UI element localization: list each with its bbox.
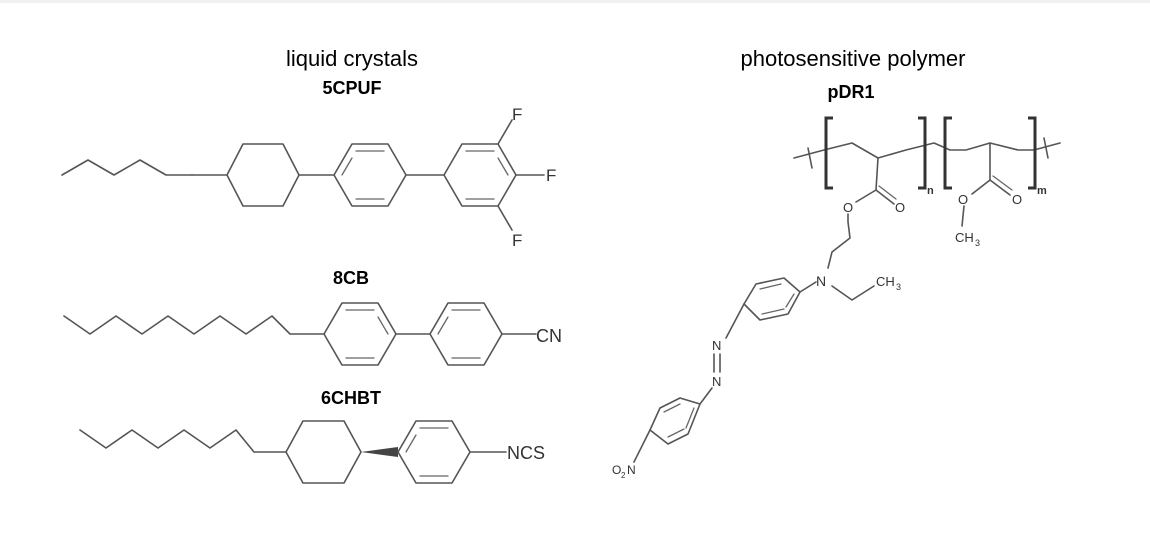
top-divider	[0, 0, 1150, 3]
bond	[961, 205, 965, 227]
hexyl-chain	[79, 429, 287, 453]
group-ch3-ester: CH	[955, 230, 974, 245]
atom-n-amine: N	[816, 273, 826, 289]
double-bond	[785, 293, 795, 308]
octyl-chain	[63, 315, 325, 335]
double-bond	[377, 316, 389, 335]
chain-end-tick	[807, 147, 813, 169]
atom-o-ester: O	[843, 200, 853, 215]
bracket-open-n	[824, 116, 833, 190]
carbonyl-bond	[875, 189, 895, 205]
carbonyl-double-bond	[878, 185, 897, 200]
pentyl-chain	[61, 159, 193, 176]
bond	[971, 179, 991, 195]
atom-n-azo-2: N	[712, 374, 721, 389]
group-ch3-ester-sub: 3	[975, 238, 980, 248]
double-bond	[685, 407, 695, 429]
nitrophenyl-ring	[649, 397, 701, 445]
polymer-backbone	[793, 142, 1061, 159]
bond	[633, 429, 651, 463]
molecule-name-6chbt: 6CHBT	[320, 388, 381, 408]
atom-o-ester-2: O	[958, 192, 968, 207]
group-cn: CN	[536, 326, 562, 346]
wedge-bond	[361, 447, 398, 457]
structure-pdr1: n m O O N CH 3 O O CH 3 N N	[612, 116, 1061, 480]
bracket-open-m	[943, 116, 952, 190]
subscript-m: m	[1037, 185, 1047, 197]
group-ncs: NCS	[507, 443, 545, 463]
heading-photosensitive-polymer: photosensitive polymer	[740, 46, 966, 71]
double-bond	[761, 308, 785, 315]
group-ch3-ethyl-sub: 3	[896, 282, 901, 292]
chain-end-tick	[1043, 137, 1049, 159]
group-no2-n: N	[627, 463, 636, 477]
double-bond	[759, 283, 782, 290]
bond	[799, 281, 817, 293]
subscript-n: n	[927, 185, 934, 197]
atom-f-para: F	[546, 166, 556, 185]
bracket-close-n	[918, 116, 927, 190]
bond	[875, 157, 879, 191]
double-bond	[405, 434, 417, 453]
bond	[699, 387, 713, 405]
atom-f-top: F	[512, 105, 522, 124]
double-bond	[437, 316, 449, 335]
double-bond	[667, 428, 685, 438]
cyclohexane-ring	[285, 420, 362, 484]
molecule-name-5cpuf: 5CPUF	[322, 78, 382, 98]
bond	[497, 119, 513, 145]
double-bond	[341, 157, 353, 176]
atom-o-carbonyl-2: O	[1012, 192, 1022, 207]
cyclohexane-ring	[226, 143, 300, 207]
benzene-ring	[323, 302, 397, 366]
ethyl-group	[831, 285, 875, 301]
atom-f-bottom: F	[512, 231, 522, 250]
trifluorophenyl-ring	[443, 143, 517, 207]
benzene-ring	[429, 302, 503, 366]
molecule-name-8cb: 8CB	[332, 268, 369, 288]
benzene-ring	[333, 143, 407, 207]
structure-8cb: CN	[63, 302, 562, 366]
group-no2-sub: 2	[621, 471, 626, 480]
benzene-ring	[397, 420, 471, 484]
bond	[725, 303, 745, 339]
heading-liquid-crystals: liquid crystals	[285, 46, 419, 71]
group-ch3-ethyl: CH	[876, 274, 895, 289]
double-bond	[663, 403, 681, 413]
bond	[855, 189, 877, 203]
carbonyl-bond	[989, 179, 1011, 196]
atom-n-azo-1: N	[712, 338, 721, 353]
carbonyl-double-bond	[992, 175, 1013, 191]
structure-6chbt: NCS	[79, 420, 545, 484]
atom-o-carbonyl: O	[895, 200, 905, 215]
double-bond	[497, 157, 509, 176]
molecule-name-pdr1: pDR1	[827, 82, 875, 102]
bracket-close-m	[1028, 116, 1037, 190]
group-no2-o: O	[612, 463, 621, 477]
ethylene-linker	[827, 213, 851, 269]
bond	[497, 205, 513, 231]
structure-5cpuf: F F F	[61, 105, 556, 250]
